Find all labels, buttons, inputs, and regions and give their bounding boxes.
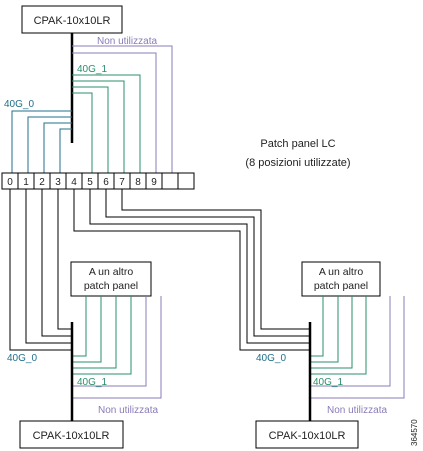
patch-panel-title: Patch panel LC (260, 138, 335, 150)
patch-panel-slot-4: 4 (65, 172, 83, 190)
patch-panel-slot-label: 7 (119, 177, 125, 188)
top-40g0-label: 40G_0 (4, 99, 34, 110)
top-unused-label: Non utilizzata (97, 36, 157, 47)
patch-panel-slot-11 (177, 172, 195, 190)
patch-panel-slot-label: 6 (103, 177, 109, 188)
patch-panel-slot-label: 4 (71, 177, 77, 188)
bottom-right-device-label: CPAK-10x10LR (269, 430, 346, 442)
left-unused-lines (72, 296, 162, 399)
right-unused-label: Non utilizzata (327, 405, 387, 416)
left-other-panel-line1: A un altro (89, 266, 134, 278)
patch-panel-slot-8: 8 (129, 172, 147, 190)
top-device-box (21, 5, 123, 34)
right-40g0-label: 40G_0 (256, 353, 286, 364)
top-40g1-lines (72, 74, 141, 173)
bottom-right-device-box (255, 420, 359, 449)
patch-panel-slot-7: 7 (113, 172, 131, 190)
patch-panel-slot-label: 0 (7, 177, 13, 188)
patch-panel-slot-label: 1 (23, 177, 29, 188)
patch-panel-slot-5: 5 (81, 172, 99, 190)
right-40g1-label: 40G_1 (313, 377, 343, 388)
top-device-label: CPAK-10x10LR (34, 15, 111, 27)
right-40g1-lines (310, 296, 367, 375)
top-40g0-lines (11, 110, 72, 173)
left-unused-label: Non utilizzata (98, 405, 158, 416)
right-other-panel-line1: A un altro (319, 266, 364, 278)
right-other-panel-box (301, 261, 381, 297)
patch-panel-slot-label: 8 (135, 177, 141, 188)
patch-panel-subtitle: (8 posizioni utilizzate) (245, 157, 350, 169)
left-other-panel-line2: patch panel (84, 280, 138, 292)
top-unused-lines (72, 45, 173, 173)
patch-panel: 0 1 2 3 4 5 6 7 8 9 (1, 172, 195, 190)
bottom-left-device-box (19, 420, 124, 449)
top-40g1-label: 40G_1 (77, 64, 107, 75)
patch-panel-slot-label: 2 (39, 177, 45, 188)
left-other-panel-box (70, 261, 152, 297)
patch-panel-slot-10 (161, 172, 179, 190)
patch-panel-slot-2: 2 (33, 172, 51, 190)
fiber-runs (9, 189, 310, 351)
bottom-left-device-label: CPAK-10x10LR (33, 430, 110, 442)
figure-id: 364570 (410, 419, 419, 446)
patch-panel-slot-label: 5 (87, 177, 93, 188)
left-40g0-label: 40G_0 (7, 353, 37, 364)
patch-panel-slot-1: 1 (17, 172, 35, 190)
patch-panel-slot-9: 9 (145, 172, 163, 190)
patch-panel-slot-0: 0 (1, 172, 19, 190)
right-unused-lines (310, 296, 405, 399)
right-other-panel-line2: patch panel (314, 280, 368, 292)
patch-panel-slot-label: 3 (55, 177, 61, 188)
left-40g1-lines (72, 296, 132, 375)
left-40g1-label: 40G_1 (77, 377, 107, 388)
patch-panel-slot-label: 9 (151, 177, 157, 188)
patch-panel-slot-6: 6 (97, 172, 115, 190)
patch-panel-slot-3: 3 (49, 172, 67, 190)
